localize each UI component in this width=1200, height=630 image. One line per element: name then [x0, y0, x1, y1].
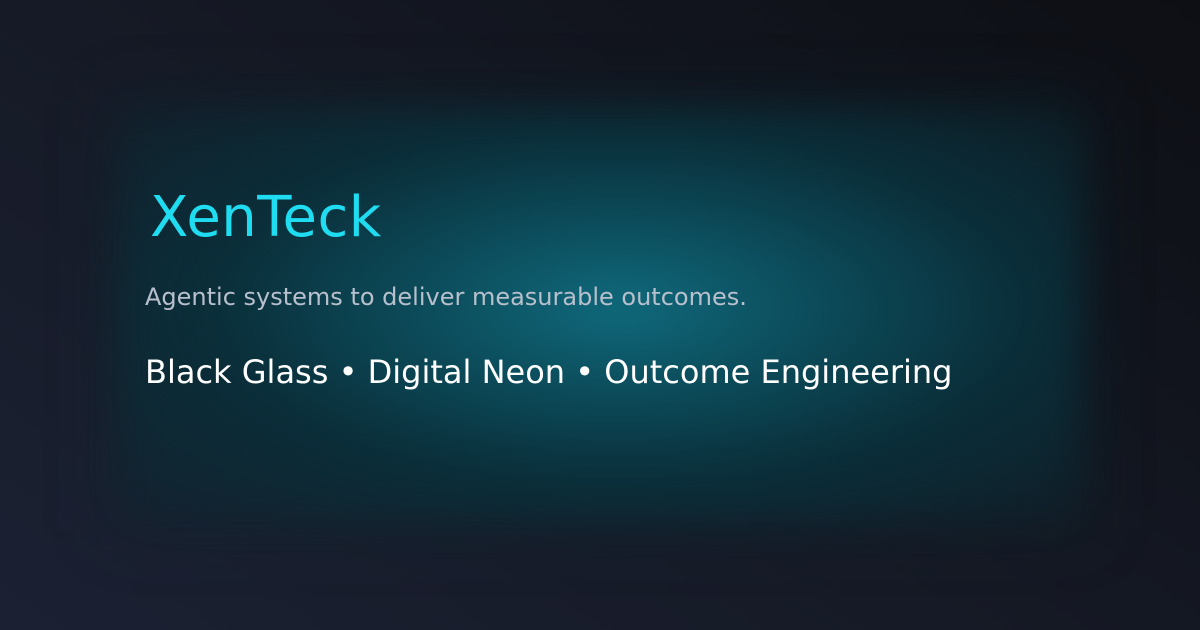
- background-glow: [120, 110, 1080, 520]
- tagline: Agentic systems to deliver measurable ou…: [145, 283, 747, 311]
- brand-name: XenTeck: [150, 185, 382, 250]
- hero-content: XenTeck Agentic systems to deliver measu…: [145, 180, 1125, 392]
- pillars-line: Black Glass • Digital Neon • Outcome Eng…: [145, 353, 953, 391]
